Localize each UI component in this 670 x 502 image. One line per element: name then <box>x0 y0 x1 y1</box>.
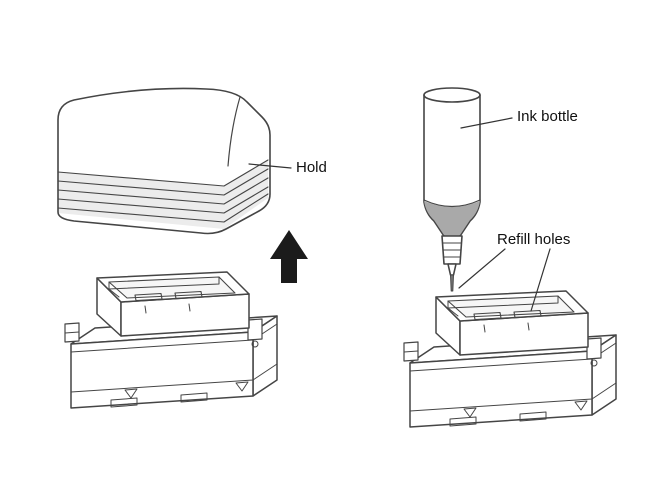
bottle-ink-fill <box>424 201 480 235</box>
label-ink-bottle: Ink bottle <box>517 108 578 125</box>
ink-bottle-pointer-line <box>460 117 513 129</box>
label-hold: Hold <box>296 159 327 176</box>
cap-rib-band-shading <box>58 160 268 229</box>
cap-corner-edge <box>227 96 241 167</box>
up-arrow-icon <box>270 230 308 283</box>
ink-surface-line <box>423 199 481 208</box>
cap-rib-line <box>57 177 269 205</box>
stamp-base-left <box>64 271 278 409</box>
cap-rib-line <box>57 168 269 196</box>
pointer-lines <box>248 117 551 312</box>
refill-hole-pointer-line-2 <box>530 248 551 312</box>
bottle-nozzle <box>447 263 457 276</box>
cap-rib-line <box>57 193 269 223</box>
bottle-top-opening <box>423 87 481 103</box>
label-refill-holes: Refill holes <box>497 231 571 248</box>
bottle-nozzle-tip <box>450 274 454 292</box>
hold-pointer-line <box>248 163 292 169</box>
cap-rib-line <box>57 186 269 214</box>
ink-bottle <box>423 87 481 292</box>
cap-outline <box>57 87 271 235</box>
cap-rib-line <box>57 159 269 187</box>
stamp-base-right <box>403 290 617 428</box>
stamp-cap <box>57 87 271 235</box>
bottle-cap-ridges <box>442 242 462 258</box>
refill-hole-pointer-line-1 <box>458 248 506 289</box>
